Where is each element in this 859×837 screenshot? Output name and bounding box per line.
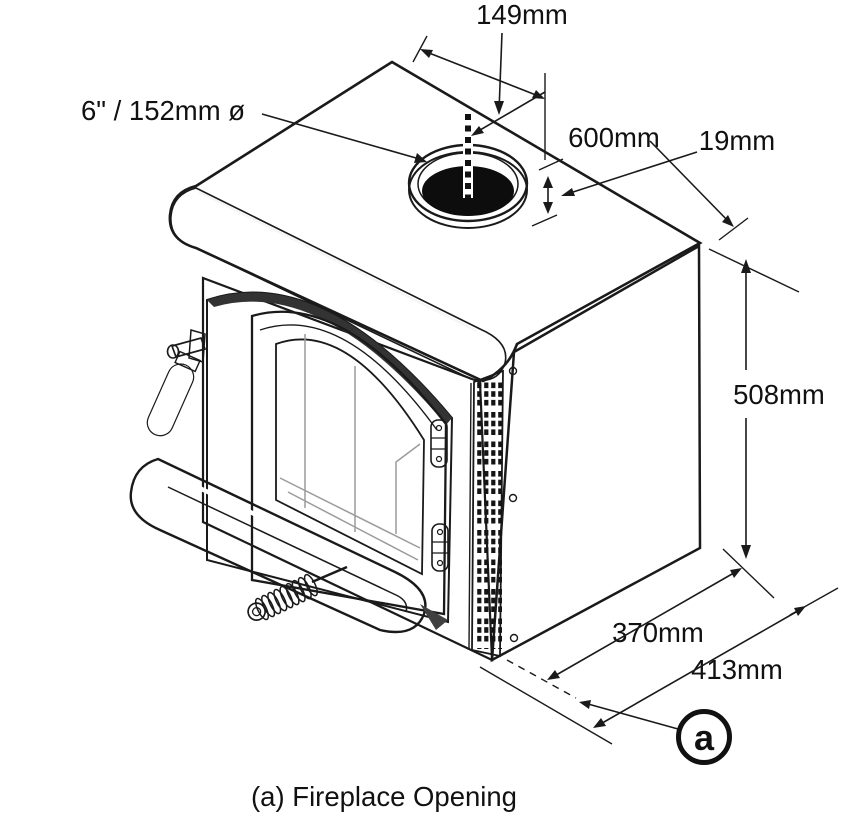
arrowhead-icon — [471, 126, 484, 136]
dim-600-label: 600mm — [568, 122, 660, 153]
arrowhead-icon — [561, 188, 575, 196]
hinge-bottom — [431, 523, 449, 572]
dim-413: 413mm — [479, 587, 839, 745]
screw-icon — [508, 366, 518, 376]
marker-circle — [676, 709, 732, 765]
top-plate-bullnose — [170, 187, 507, 382]
vent-grille-groove — [468, 382, 472, 650]
spring-end-cap — [247, 602, 266, 621]
stove-illustration — [129, 60, 703, 663]
detail-marker-a: a — [579, 700, 732, 765]
vent-grille — [468, 369, 504, 658]
handle-grip — [146, 350, 201, 437]
arrowhead-icon — [794, 606, 806, 616]
firebox-interior-lines — [279, 334, 421, 561]
arrowhead-icon — [722, 215, 734, 227]
arrowhead-icon — [579, 700, 591, 709]
dim-19-leader — [569, 151, 698, 194]
dim-149-pointer — [474, 91, 546, 134]
lip-inner-edge — [167, 486, 408, 613]
door-frame-bead — [259, 324, 438, 431]
arrowhead-icon — [741, 545, 751, 559]
arrowhead-icon — [593, 718, 606, 728]
dim-600: 600mm — [568, 122, 749, 241]
marker-leader — [587, 703, 679, 730]
handle-ferrule — [174, 350, 201, 373]
dim-600-tick — [718, 217, 749, 241]
dim-149: 149mm — [412, 0, 568, 160]
marker-label: a — [694, 717, 715, 758]
bullnose-highlight — [198, 190, 478, 333]
arrowhead-icon — [730, 568, 742, 578]
spring-rod — [311, 565, 348, 584]
dim-149-line — [423, 50, 542, 98]
dim-19-label: 19mm — [699, 125, 775, 156]
dim-508-label: 508mm — [733, 379, 825, 410]
flue-collar — [407, 114, 529, 229]
top-plate — [168, 60, 703, 383]
dim-370: 370mm — [547, 568, 742, 680]
dim-600-line — [649, 140, 732, 225]
hinge-top — [430, 419, 448, 468]
arrowhead-icon — [414, 153, 427, 163]
extension-line — [708, 248, 800, 293]
dim-413-line — [596, 607, 804, 727]
arrowhead-icon — [543, 176, 553, 188]
dim-19-tick-top — [538, 158, 564, 171]
dim-370-line — [550, 569, 740, 679]
extension-line — [722, 548, 775, 599]
annotations: 6" / 152mm ø 149mm 600mm 19mm — [81, 0, 839, 765]
lip-shadow — [420, 604, 448, 630]
ash-lip — [129, 457, 448, 634]
dim-19: 19mm — [531, 125, 775, 227]
arrowhead-icon — [532, 90, 545, 99]
arrowhead-icon — [741, 259, 751, 273]
dim-508: 508mm — [708, 248, 825, 599]
handle-lever-cap — [166, 344, 180, 359]
flue-diameter-label: 6" / 152mm ø — [81, 95, 245, 126]
door — [250, 310, 449, 616]
handle-lever — [170, 336, 207, 359]
screw-icon — [509, 633, 519, 643]
dim-flue-diameter: 6" / 152mm ø — [81, 95, 427, 163]
dashed-extension — [506, 659, 577, 699]
vent-grille-holes — [476, 381, 502, 649]
side-screws — [508, 366, 519, 643]
flue-leader-line — [261, 113, 417, 159]
dim-149-leader — [498, 32, 503, 112]
dim-149-tick — [412, 35, 428, 63]
spring-handle — [247, 565, 348, 621]
figure-caption: (a) Fireplace Opening — [251, 781, 517, 812]
dim-149-label: 149mm — [476, 0, 568, 30]
dim-19-tick-bottom — [531, 214, 558, 227]
screw-icon — [508, 493, 518, 503]
dim-413-label: 413mm — [691, 654, 783, 685]
arrowhead-icon — [420, 49, 433, 58]
dim-370-label: 370mm — [612, 617, 704, 648]
lip-highlight — [171, 472, 416, 603]
arrowhead-icon — [547, 670, 560, 680]
handle-bracket — [188, 329, 206, 363]
arrowhead-icon — [494, 101, 504, 115]
door-handle — [146, 329, 207, 437]
arrowhead-icon — [543, 202, 553, 214]
baseline — [479, 666, 613, 745]
dim-413-tick — [789, 587, 839, 616]
door-recess-shadow-arc — [207, 292, 452, 425]
door-glass — [275, 338, 425, 576]
